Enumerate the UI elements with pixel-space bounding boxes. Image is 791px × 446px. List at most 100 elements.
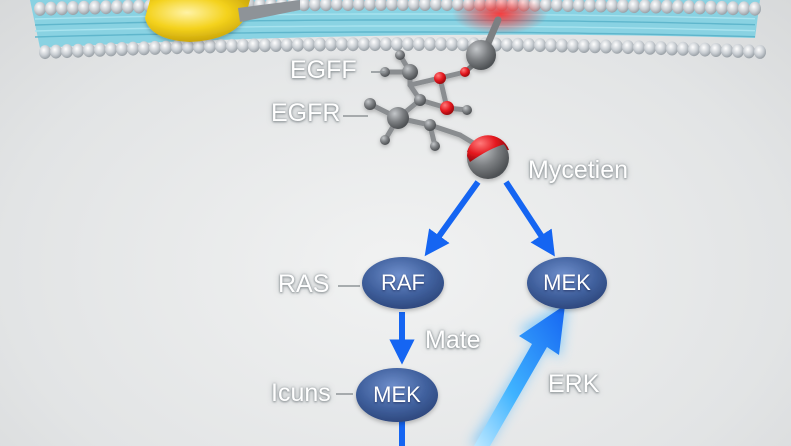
lipid-head (34, 1, 46, 16)
node-mek-bottom-label: MEK (373, 382, 421, 407)
lipid-head (380, 37, 392, 51)
lipid-head (248, 38, 260, 53)
lipid-head (105, 42, 117, 57)
lipid-head (523, 38, 535, 52)
lipid-head (89, 0, 101, 15)
node-mek-bottom[interactable] (356, 368, 438, 422)
lipid-head (512, 37, 524, 52)
label-mycetien: Mycetien (528, 156, 629, 184)
lipid-head (661, 0, 673, 14)
lipid-head (309, 0, 321, 12)
lipid-head (171, 40, 183, 55)
lipid-head (655, 41, 667, 56)
erk-glow-arrow (470, 300, 568, 446)
lipid-head (622, 40, 634, 55)
lipid-head (237, 38, 249, 53)
receptor-glow (452, 0, 548, 34)
lipid-head (100, 0, 112, 15)
lipid-head (314, 37, 326, 52)
lipid-head (413, 37, 425, 51)
lipid-head (644, 40, 656, 55)
membrane-heads-bottom (39, 37, 766, 60)
lipid-head (419, 0, 431, 11)
lipid-head (347, 37, 359, 52)
lipid-head (611, 39, 623, 54)
lipid-head (721, 43, 733, 58)
lipid-head (639, 0, 651, 14)
lipid-head (716, 0, 728, 15)
lipid-head (584, 0, 596, 13)
lipid-head (424, 37, 436, 51)
lipid-head (138, 41, 150, 56)
lipid-head (149, 40, 161, 55)
lipid-head (358, 37, 370, 52)
lipid-head (116, 42, 128, 56)
lipid-head (259, 38, 271, 53)
lipid-head (122, 0, 134, 14)
lipid-head (551, 0, 563, 12)
lipid-head (446, 37, 458, 52)
lipid-head (749, 1, 761, 16)
lipid-head (336, 37, 348, 52)
lipid-head (743, 44, 755, 59)
lipid-head (534, 38, 546, 53)
lipid-head (375, 0, 387, 11)
lipid-head (369, 37, 381, 52)
node-mek-right[interactable] (527, 257, 607, 309)
lipid-head (78, 0, 90, 15)
lipid-head (397, 0, 409, 11)
lipid-head (320, 0, 332, 12)
lipid-head (182, 39, 194, 54)
node-mek-right-label: MEK (543, 270, 591, 295)
lipid-head (710, 43, 722, 57)
lipid-head (292, 37, 304, 52)
lipid-head (331, 0, 343, 12)
lipid-head (573, 0, 585, 13)
lipid-head (67, 1, 79, 15)
lipid-head (650, 0, 662, 14)
label-egff: EGFF (290, 56, 357, 84)
lipid-head (595, 0, 607, 13)
lipid-head (56, 1, 68, 16)
lipid-head (699, 42, 711, 57)
lipid-head (694, 0, 706, 15)
node-raf[interactable] (362, 257, 444, 309)
lipid-head (688, 42, 700, 57)
lipid-head (386, 0, 398, 11)
lipid-head (408, 0, 420, 11)
lipid-head (270, 38, 282, 52)
lipid-head (738, 1, 750, 16)
lipid-head (441, 0, 453, 12)
lipid-head (435, 37, 447, 52)
lipid-head (111, 0, 123, 14)
node-raf-label: RAF (381, 270, 425, 295)
lipid-head (754, 44, 766, 59)
lipid-head (457, 37, 469, 52)
lipid-head (683, 0, 695, 15)
ligand-molecule (364, 50, 509, 179)
lipid-line (34, 31, 756, 38)
lipid-head (732, 43, 744, 58)
lipid-head (127, 41, 139, 56)
lipid-head (402, 37, 414, 51)
lipid-head (281, 37, 293, 52)
lipid-head (677, 41, 689, 56)
label-mate: Mate (425, 326, 481, 354)
lipid-head (94, 42, 106, 57)
lipid-head (391, 37, 403, 51)
cell-membrane (30, 0, 766, 60)
lipid-head (562, 0, 574, 13)
arrow-to-mek-right (503, 180, 555, 257)
leader-lines (336, 71, 385, 395)
label-egfr: EGFR (271, 99, 341, 127)
lipid-head (666, 41, 678, 56)
lipid-head (606, 0, 618, 13)
label-erk: ERK (548, 370, 600, 398)
lipid-head (727, 1, 739, 16)
lipid-head (705, 0, 717, 15)
lipid-head (215, 39, 227, 54)
lipid-head (364, 0, 376, 11)
lipid-head (589, 39, 601, 54)
lipid-head (72, 43, 84, 58)
lipid-head (83, 43, 95, 58)
